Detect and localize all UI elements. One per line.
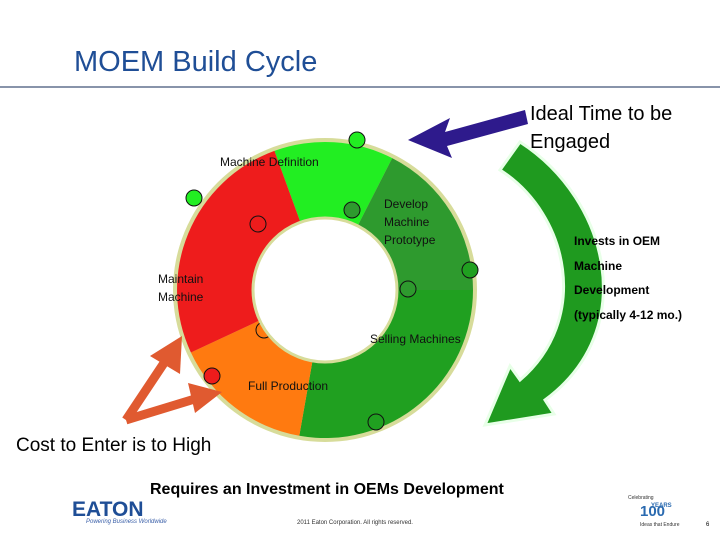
- label-machine-definition: Machine Definition: [220, 153, 319, 171]
- puzzle-knob: [368, 414, 384, 430]
- invests-line-2: Machine: [574, 254, 682, 279]
- label-maintain-machine: Maintain Machine: [158, 270, 238, 306]
- puzzle-knob: [204, 368, 220, 384]
- puzzle-knob: [400, 281, 416, 297]
- maintain-line-2: Machine: [158, 288, 238, 306]
- badge-top-text: Celebrating: [628, 495, 654, 501]
- eaton-logo-text: EATON: [72, 498, 144, 521]
- label-develop-prototype: Develop Machine Prototype: [384, 195, 474, 249]
- copyright-text: 2011 Eaton Corporation. All rights reser…: [297, 520, 413, 526]
- page-title: MOEM Build Cycle: [74, 46, 317, 79]
- invests-note: Invests in OEM Machine Development (typi…: [574, 229, 682, 327]
- puzzle-knob: [462, 262, 478, 278]
- invests-line-1: Invests in OEM: [574, 229, 682, 254]
- badge-bottom-text: Ideas that Endure: [640, 522, 679, 528]
- invests-line-4: (typically 4-12 mo.): [574, 303, 682, 328]
- label-full-production: Full Production: [248, 377, 328, 395]
- puzzle-knob: [344, 202, 360, 218]
- invests-line-3: Development: [574, 278, 682, 303]
- puzzle-knob: [186, 190, 202, 206]
- ideal-time-line-2: Engaged: [530, 128, 672, 156]
- purple-arrow-icon: [408, 110, 528, 158]
- requires-investment-label: Requires an Investment in OEMs Developme…: [150, 481, 504, 499]
- maintain-line-1: Maintain: [158, 270, 238, 288]
- ideal-time-line-1: Ideal Time to be: [530, 100, 672, 128]
- develop-line-3: Prototype: [384, 231, 474, 249]
- puzzle-knob: [250, 216, 266, 232]
- cost-to-enter-label: Cost to Enter is to High: [16, 435, 211, 457]
- puzzle-knob: [349, 132, 365, 148]
- eaton-tagline: Powering Business Worldwide: [86, 519, 167, 525]
- develop-line-1: Develop: [384, 195, 474, 213]
- label-selling-machines: Selling Machines: [370, 330, 461, 348]
- develop-line-2: Machine: [384, 213, 474, 231]
- badge-years-text: YEARS: [651, 503, 672, 509]
- eaton-logo-icon: EATON: [70, 498, 144, 521]
- ideal-time-label: Ideal Time to be Engaged: [530, 100, 672, 156]
- page-number: 6: [706, 522, 709, 528]
- title-rule: [0, 86, 720, 88]
